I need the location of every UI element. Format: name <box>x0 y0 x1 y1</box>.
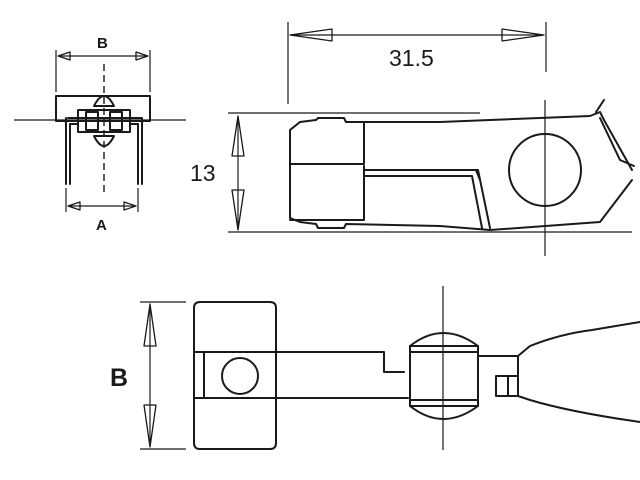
side-view: 31.5 13 <box>190 22 635 256</box>
end-view: B A <box>14 35 186 234</box>
top-view-inner-label: A <box>96 217 107 234</box>
top-view-width-label: B <box>97 35 108 52</box>
front-view: B <box>110 286 640 450</box>
side-height-label: 13 <box>190 160 216 186</box>
front-width-label: B <box>110 364 128 392</box>
side-length-label: 31.5 <box>389 45 434 71</box>
